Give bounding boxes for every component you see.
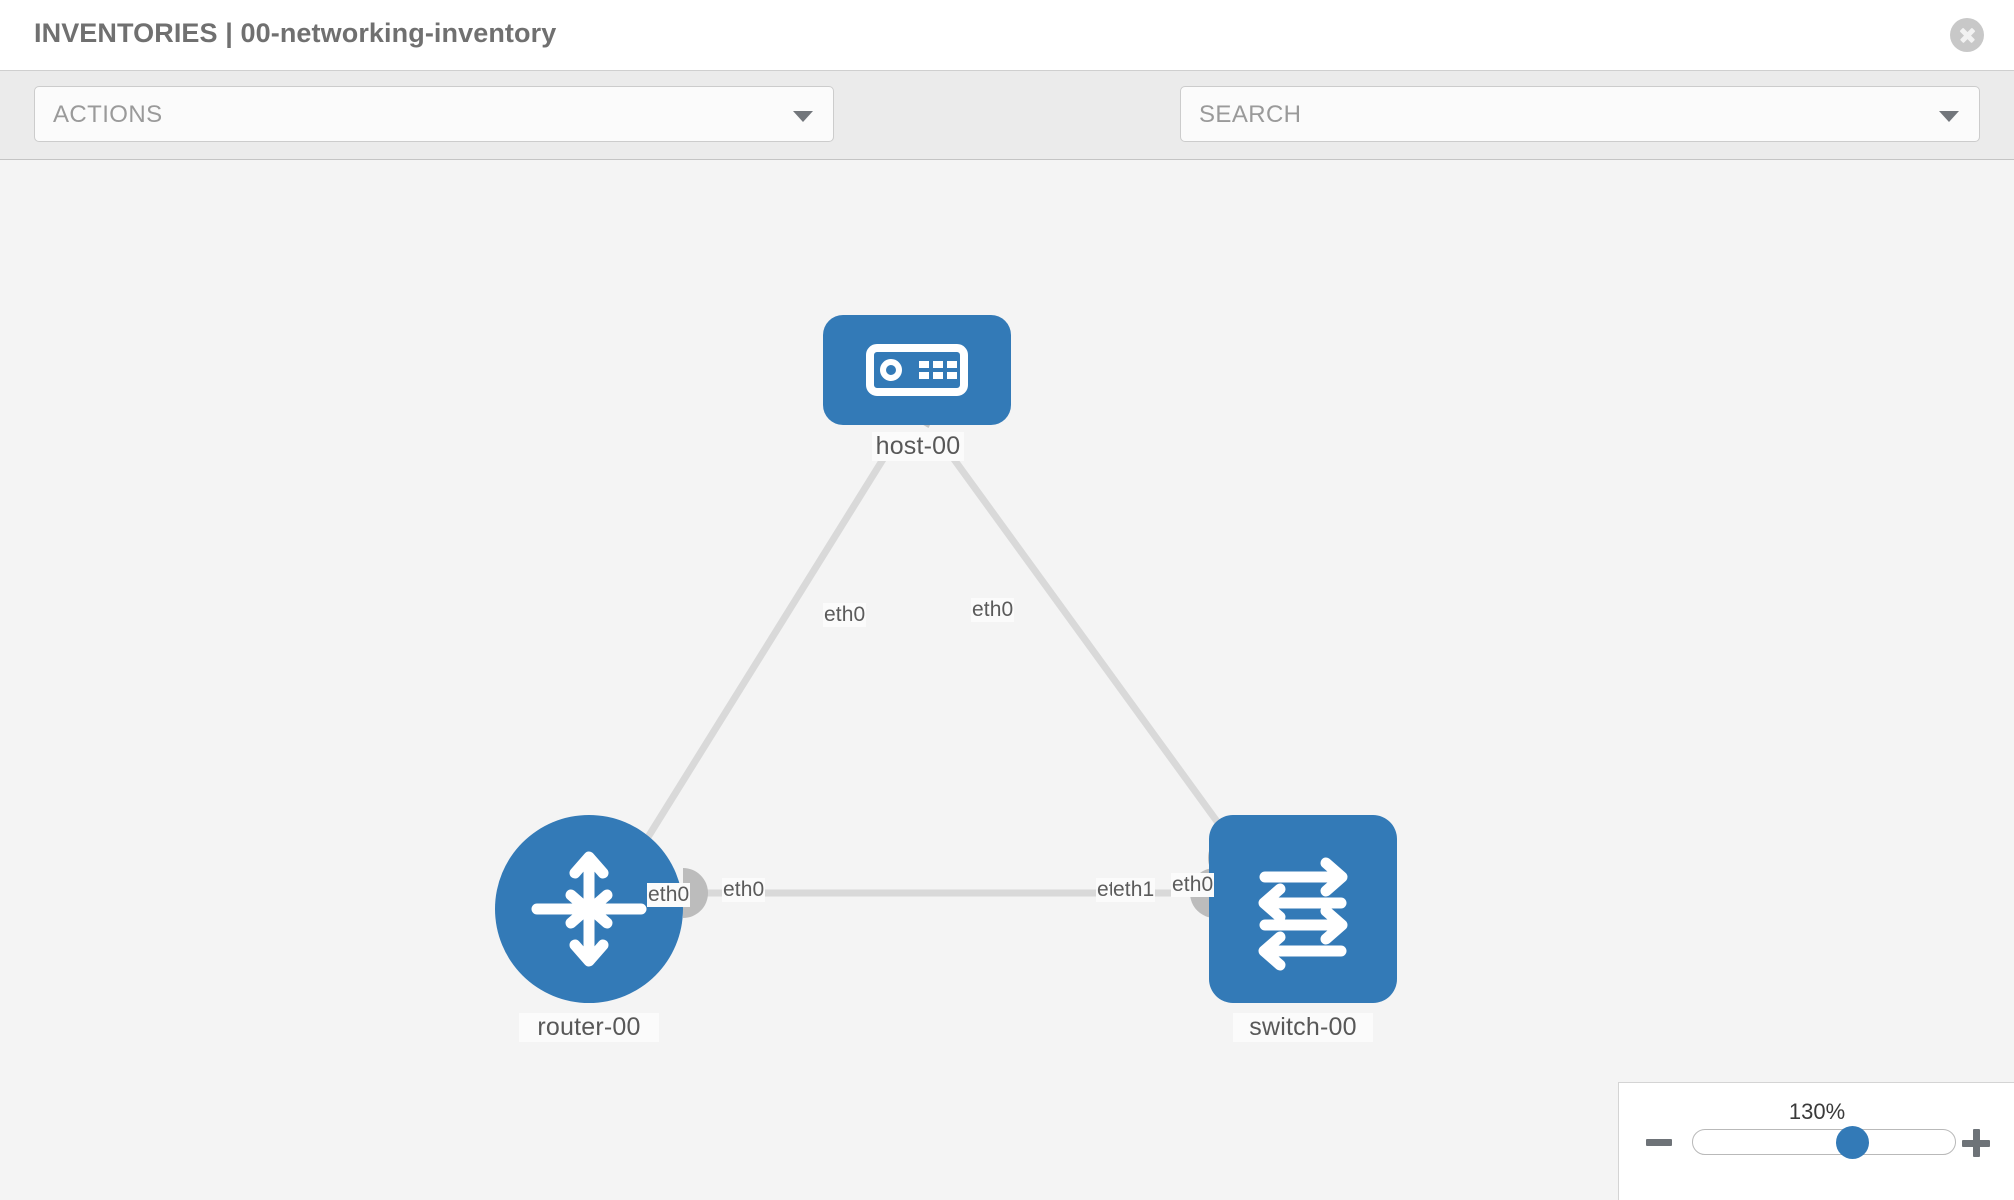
iface-label-host-right: eth0 xyxy=(971,598,1015,622)
iface-label-router-eth0: eth0 xyxy=(722,878,766,902)
topology-node-host-00[interactable]: host-00 xyxy=(823,315,1011,461)
iface-label-switch-eth1: eth1 xyxy=(1112,878,1156,902)
zoom-out-button[interactable] xyxy=(1646,1139,1672,1146)
topology-node-switch-00[interactable]: switch-00 xyxy=(1209,815,1397,1042)
switch-arrows-icon xyxy=(1258,857,1348,971)
server-icon xyxy=(866,344,968,396)
chevron-down-icon xyxy=(793,111,813,122)
zoom-slider-thumb[interactable] xyxy=(1836,1126,1870,1159)
toolbar: ACTIONS SEARCH xyxy=(0,70,2014,204)
zoom-control-panel: 130% xyxy=(1618,1082,2014,1200)
search-input[interactable]: SEARCH xyxy=(1180,86,1980,142)
node-shape xyxy=(823,315,1011,425)
page-title: INVENTORIES | 00-networking-inventory xyxy=(34,18,557,48)
router-arrows-icon xyxy=(531,851,647,967)
node-label: router-00 xyxy=(519,1013,659,1042)
iface-label-router-uplink: eth0 xyxy=(647,883,691,907)
actions-dropdown[interactable]: ACTIONS xyxy=(34,86,834,142)
search-placeholder: SEARCH xyxy=(1199,101,1302,128)
node-shape xyxy=(1209,815,1397,1003)
close-icon[interactable] xyxy=(1950,18,1984,52)
topology-node-router-00[interactable]: router-00 xyxy=(495,815,683,1042)
iface-label-switch-uplink: eth0 xyxy=(1171,873,1215,897)
actions-dropdown-label: ACTIONS xyxy=(53,101,163,128)
zoom-slider-track[interactable] xyxy=(1692,1126,1956,1159)
chevron-down-icon xyxy=(1939,111,1959,122)
topology-canvas[interactable]: host-00 router-00 xyxy=(0,160,2014,1200)
zoom-level-label: 130% xyxy=(1788,1099,1846,1124)
zoom-in-button[interactable] xyxy=(1962,1129,1990,1157)
page-header: INVENTORIES | 00-networking-inventory xyxy=(0,0,2014,70)
iface-label-host-left: eth0 xyxy=(823,603,867,627)
node-label: switch-00 xyxy=(1233,1013,1373,1042)
node-label: host-00 xyxy=(872,432,964,461)
